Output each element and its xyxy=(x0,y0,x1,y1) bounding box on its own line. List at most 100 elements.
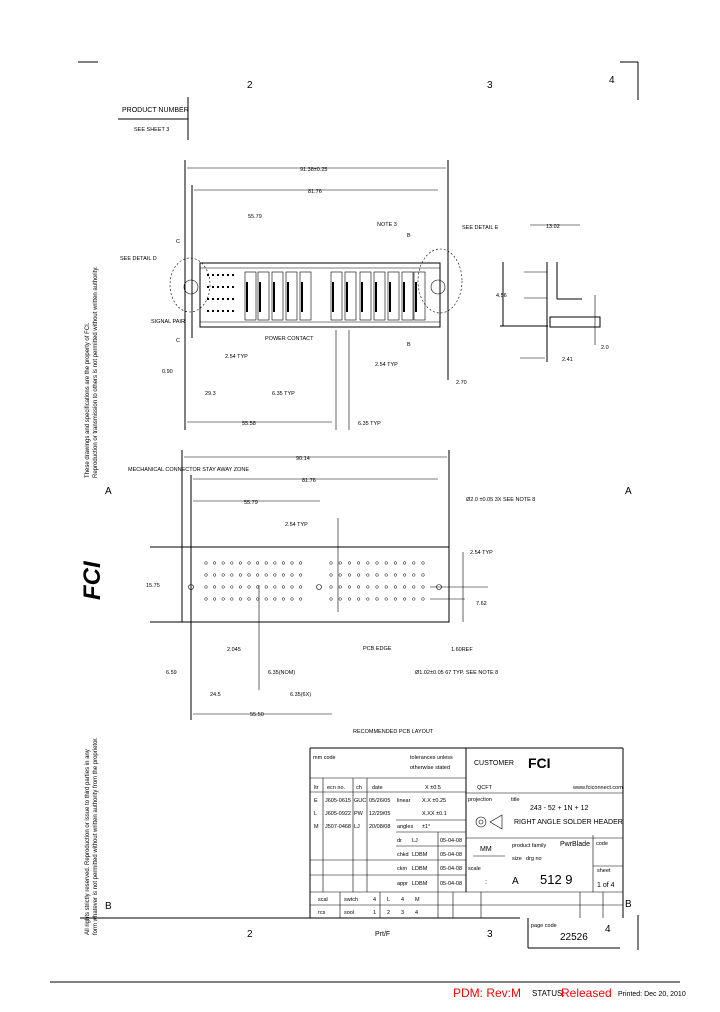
signal-pin xyxy=(217,298,219,300)
dim: 2.0 xyxy=(601,345,609,351)
pcb-hole xyxy=(329,573,333,577)
pcb-hole xyxy=(230,573,234,577)
mounting-hole xyxy=(316,584,322,590)
sheet-value: 1 of 4 xyxy=(597,882,615,889)
linear-header: X ±0.5 xyxy=(425,785,441,791)
column-label: 2 xyxy=(247,80,253,91)
pcb-hole xyxy=(230,561,234,565)
power-blade-contact xyxy=(246,282,248,312)
power-blade-contact xyxy=(259,282,261,312)
pcb-hole xyxy=(403,561,407,565)
pcb-hole xyxy=(366,597,370,601)
pcb-hole xyxy=(393,573,397,577)
pcb-hole xyxy=(238,573,242,577)
power-blade-contact xyxy=(403,282,405,312)
callout-note-3: NOTE 3 xyxy=(377,222,397,228)
printed-date: Printed: Dec 20, 2010 xyxy=(618,991,686,998)
pcb-layout-view xyxy=(150,450,488,720)
signal-pin xyxy=(212,298,214,300)
svg-text:2: 2 xyxy=(387,910,390,916)
pcb-hole xyxy=(375,597,379,601)
pcb-hole xyxy=(290,573,294,577)
signal-pin xyxy=(212,286,214,288)
dim: 15.75 xyxy=(146,583,160,589)
pcb-hole xyxy=(393,597,397,601)
pcb-hole xyxy=(281,597,285,601)
pcb-hole xyxy=(338,573,342,577)
pcb-hole xyxy=(230,597,234,601)
pcb-layout-title: RECOMMENDED PCB LAYOUT xyxy=(353,729,434,735)
svg-text:appr: appr xyxy=(397,881,408,887)
pcb-hole xyxy=(299,573,303,577)
title-label: title xyxy=(511,797,520,803)
label-power-contact: POWER CONTACT xyxy=(265,336,314,342)
pcb-hole xyxy=(299,585,303,589)
pcb-hole xyxy=(264,561,268,565)
row-label: B xyxy=(105,901,112,912)
svg-text:All rights strictly reserved.: All rights strictly reserved. Reproducti… xyxy=(85,749,91,935)
pcb-hole xyxy=(421,597,425,601)
dim: 29.3 xyxy=(205,391,216,397)
svg-text:1: 1 xyxy=(373,910,376,916)
pcb-hole xyxy=(213,561,217,565)
title-block xyxy=(309,747,624,918)
power-blade xyxy=(285,271,298,321)
svg-text:05/26/05: 05/26/05 xyxy=(369,798,390,804)
section-mark: C xyxy=(176,338,180,344)
power-blade xyxy=(344,271,357,321)
signal-pin xyxy=(217,274,219,276)
connector-side-view xyxy=(500,224,601,362)
power-blade-contact xyxy=(346,282,348,312)
svg-text:These drawings and specificati: These drawings and specifications are th… xyxy=(85,322,91,478)
row-label: B xyxy=(625,899,632,910)
pcb-hole xyxy=(221,585,225,589)
approval-row: dr LJ 05-04-08 xyxy=(397,838,462,844)
pcb-hole xyxy=(338,561,342,565)
note-contact-holes: Ø1.02±0.05 67 TYP. SEE NOTE 8 xyxy=(415,670,498,676)
tolerances-label: otherwise stated xyxy=(410,765,450,771)
connector-top-view xyxy=(169,160,463,430)
svg-text:linear: linear xyxy=(397,798,411,804)
pcb-hole xyxy=(375,585,379,589)
pcb-hole xyxy=(264,585,268,589)
code-label: code xyxy=(596,841,608,847)
svg-text:Reproduction or transmission t: Reproduction or transmission to others i… xyxy=(93,266,99,478)
proprietary-note-bottom: All rights strictly reserved. Reproducti… xyxy=(85,737,99,935)
signal-pin xyxy=(222,274,224,276)
svg-text:J605-0922: J605-0922 xyxy=(325,811,351,817)
pcb-hole xyxy=(281,561,285,565)
pcb-hole xyxy=(412,573,416,577)
pcb-hole xyxy=(329,585,333,589)
svg-text:L: L xyxy=(387,897,390,903)
svg-text:FCI: FCI xyxy=(79,560,106,600)
units: MM xyxy=(480,846,492,853)
pcb-hole xyxy=(256,573,260,577)
sheet-label: sheet xyxy=(597,868,611,874)
pcb-hole xyxy=(347,597,351,601)
dim: 1.60REF xyxy=(451,647,473,653)
bottom-row: scal swtch 4 L 4 M xyxy=(318,897,420,903)
pcb-hole xyxy=(384,585,388,589)
pcb-hole xyxy=(338,585,342,589)
pcb-hole xyxy=(403,573,407,577)
power-blade xyxy=(299,271,312,321)
pcb-hole xyxy=(357,585,361,589)
pdm-revision: PDM: Rev:M xyxy=(453,986,521,1000)
dim: 0.90 xyxy=(162,369,173,375)
pcb-hole xyxy=(347,561,351,565)
fci-logo: FCI xyxy=(528,755,551,771)
dim: 55.79 xyxy=(248,214,262,220)
pcb-hole xyxy=(247,573,251,577)
svg-text:dr: dr xyxy=(397,838,402,844)
svg-text:M: M xyxy=(415,897,420,903)
dim: 6.35(NOM) xyxy=(268,670,295,676)
mm-code-label: mm code xyxy=(313,755,336,761)
svg-text:LDBM: LDBM xyxy=(412,852,428,858)
dim-overall: 91.38±0.25 xyxy=(300,167,328,173)
note-pcb-edge: PCB EDGE xyxy=(363,646,392,652)
dim: 7.62 xyxy=(476,601,487,607)
callout-detail-d: SEE DETAIL D xyxy=(120,256,157,262)
svg-text:J605-0615: J605-0615 xyxy=(325,798,351,804)
scale-value: : xyxy=(485,879,487,886)
